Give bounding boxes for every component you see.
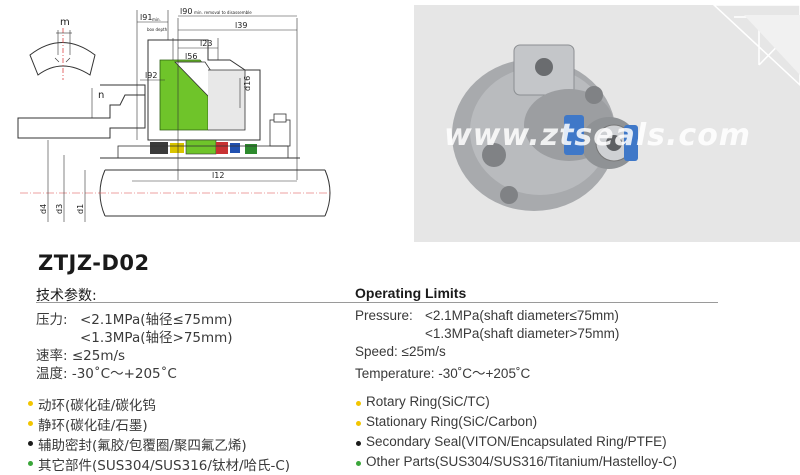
part-rotary-en: Rotary Ring(SiC/TC) [366, 394, 490, 409]
label-l56: l56 [185, 52, 197, 61]
part-secondary-en: Secondary Seal(VITON/Encapsulated Ring/P… [366, 434, 667, 449]
seal-cross-section-drawing: m n [17, 7, 331, 222]
dimension-lines [47, 10, 298, 222]
label-d16: d16 [243, 76, 252, 91]
label-l90-note: min. removal to disassemble [194, 10, 252, 15]
part-rotary-cn: 动环(碳化硅/碳化钨 [38, 398, 156, 414]
temperature-cn: 温度: -30˚C～+205˚C [36, 366, 177, 382]
part-secondary-cn: 辅助密封(氟胶/包覆圈/聚四氟乙烯) [38, 438, 247, 454]
shaft [20, 169, 331, 217]
website-watermark: www.ztseals.com [444, 118, 752, 153]
specs-heading-cn: 技术参数: [36, 288, 97, 304]
pressure-line-2-en: <1.3MPa(shaft diameter>75mm) [425, 326, 620, 341]
temperature-en: Temperature: -30˚C～+205˚C [355, 366, 531, 381]
product-model-title: ZTJZ-D02 [38, 251, 150, 275]
bullet-yellow [28, 421, 33, 426]
label-m: m [60, 17, 70, 28]
bullet-green [356, 461, 361, 466]
part-other-cn: 其它部件(SUS304/SUS316/钛材/哈氏-C) [38, 458, 291, 474]
pressure-line-1-cn: <2.1MPa(轴径≤75mm) [80, 312, 233, 328]
label-l23: l23 [200, 39, 212, 48]
pressure-label-cn: 压力: [36, 312, 68, 328]
seal-faces-detail [100, 139, 300, 159]
label-l92: l92 [145, 71, 157, 80]
label-l91-note2: box depth [147, 27, 168, 32]
pressure-label-en: Pressure: [355, 308, 413, 323]
label-l12: l12 [212, 171, 224, 180]
part-stationary-en: Stationary Ring(SiC/Carbon) [366, 414, 538, 429]
speed-cn: 速率: ≤25m/s [36, 348, 126, 364]
heading-divider [36, 302, 718, 303]
bullet-yellow [28, 401, 33, 406]
gland-outline [17, 39, 291, 147]
bullet-black [356, 441, 361, 446]
specs-heading-en: Operating Limits [355, 285, 467, 301]
label-d3: d3 [55, 204, 64, 214]
label-l39: l39 [235, 21, 247, 30]
label-d1: d1 [76, 204, 85, 214]
pressure-line-1-en: <2.1MPa(shaft diameter≤75mm) [425, 308, 619, 323]
part-stationary-cn: 静环(碳化硅/石墨) [38, 418, 148, 434]
label-n: n [98, 90, 104, 101]
bullet-black [28, 441, 33, 446]
pressure-line-2-cn: <1.3MPa(轴径>75mm) [80, 330, 233, 346]
label-l91: l91 [140, 13, 152, 22]
flange-detail-sketch [29, 28, 96, 80]
product-photo-panel: www.ztseals.com [414, 4, 800, 242]
speed-en: Speed: ≤25m/s [355, 344, 446, 359]
mechanical-seal-photo [452, 4, 800, 211]
bullet-yellow [356, 421, 361, 426]
bullet-green [28, 461, 33, 466]
label-l90: l90 [180, 7, 192, 16]
bullet-yellow [356, 401, 361, 406]
label-d4: d4 [39, 204, 48, 214]
label-l91-note: min. [152, 17, 161, 22]
part-other-en: Other Parts(SUS304/SUS316/Titanium/Haste… [366, 454, 677, 469]
